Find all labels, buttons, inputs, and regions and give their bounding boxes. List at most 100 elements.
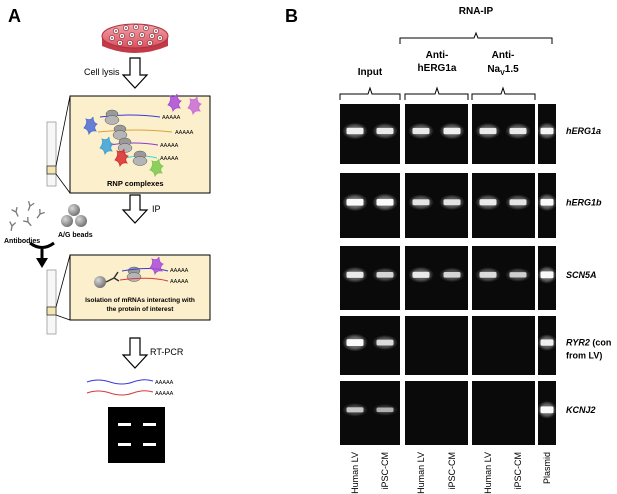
bead-icon bbox=[94, 276, 106, 288]
gel-panel bbox=[472, 381, 535, 445]
rnp-complexes-box: AAAAA AAAAA AAAAA AAAAA RNP complexes bbox=[69, 93, 211, 194]
protein-icon bbox=[167, 93, 182, 113]
gel-band bbox=[376, 407, 394, 413]
gel-band bbox=[346, 407, 364, 413]
gel-band bbox=[540, 339, 554, 346]
gel-band bbox=[346, 339, 364, 346]
anti-nav15-bracket bbox=[471, 86, 536, 100]
ribosome-icon bbox=[104, 109, 120, 125]
protein-icon bbox=[149, 158, 164, 178]
anti-nav15-header-line2: NaV1.5 bbox=[487, 64, 519, 77]
panel-b: B RNA-IP Input Anti- hERG1a Anti- NaV1.5… bbox=[285, 6, 611, 494]
gel-panel bbox=[472, 316, 535, 375]
panel-b-letter: B bbox=[285, 6, 298, 26]
gene-label: hERG1b bbox=[566, 197, 602, 207]
lane-labels: Human LV iPSC-CM Human LV iPSC-CM Human LV iP… bbox=[350, 452, 552, 494]
panel-a-letter: A bbox=[8, 6, 21, 26]
gel-panel bbox=[405, 381, 468, 445]
lane-label: Human LV bbox=[483, 452, 493, 494]
gel-band bbox=[443, 199, 461, 206]
poly-a-tail: AAAAA bbox=[160, 156, 179, 162]
gel-band bbox=[376, 272, 394, 278]
poly-a-tail: AAAAA bbox=[162, 115, 181, 121]
anti-herg1a-header-line1: Anti- bbox=[426, 50, 449, 61]
gel-band bbox=[346, 271, 364, 278]
gene-label: hERG1a bbox=[566, 126, 601, 136]
cdna-strands: AAAAA AAAAA bbox=[86, 379, 174, 397]
ribosome-icon bbox=[117, 137, 133, 153]
gel-grid bbox=[340, 104, 557, 445]
protein-icon bbox=[149, 256, 164, 276]
ip-label: IP bbox=[152, 204, 161, 214]
gel-band bbox=[443, 272, 461, 278]
gel-band bbox=[376, 127, 394, 135]
tube-icon bbox=[46, 95, 71, 194]
gene-label: RYR2 (con bbox=[566, 338, 611, 348]
lane-label: iPSC-CM bbox=[380, 452, 390, 490]
gel-band bbox=[346, 127, 364, 135]
protein-icon bbox=[114, 148, 129, 168]
anti-nav15-header-line1: Anti- bbox=[492, 50, 515, 61]
lane-label: Plasmid bbox=[542, 452, 552, 484]
panel-a: A Cell lysis AAAAA AAAAA AAAAA AAAAA RNP co… bbox=[4, 6, 211, 463]
gel-band bbox=[509, 127, 527, 135]
gel-band bbox=[479, 199, 497, 206]
protein-icon bbox=[187, 96, 202, 116]
poly-a-tail: AAAAA bbox=[155, 391, 174, 397]
isolation-box: AAAAA AAAAA Isolation of mRNAs interactin… bbox=[69, 254, 211, 321]
poly-a-tail: AAAAA bbox=[160, 143, 179, 149]
lane-label: Human LV bbox=[350, 452, 360, 494]
gel-band bbox=[540, 127, 554, 135]
down-arrow-icon bbox=[121, 57, 149, 89]
gel-band bbox=[443, 127, 461, 135]
gel-band bbox=[412, 199, 430, 206]
beads-icon bbox=[61, 204, 87, 227]
ribosome-icon bbox=[132, 150, 148, 166]
gel-band bbox=[479, 127, 497, 135]
isolation-label-line2: the protein of interest bbox=[107, 306, 175, 313]
gel-band bbox=[540, 271, 554, 279]
gel-band bbox=[509, 199, 527, 206]
protein-icon bbox=[83, 116, 98, 136]
gel-band bbox=[346, 198, 364, 206]
gene-label: KCNJ2 bbox=[566, 405, 596, 415]
rna-ip-bracket bbox=[399, 31, 553, 44]
culture-dish-icon bbox=[101, 23, 169, 53]
anti-herg1a-header-line2: hERG1a bbox=[418, 63, 457, 74]
gene-label: SCN5A bbox=[566, 270, 597, 280]
tube-icon bbox=[46, 254, 71, 335]
poly-a-tail: AAAAA bbox=[170, 279, 189, 285]
gel-band bbox=[509, 272, 527, 278]
gel-band bbox=[540, 406, 554, 414]
gel-panel bbox=[405, 316, 468, 375]
rna-ip-label: RNA-IP bbox=[459, 6, 494, 17]
rt-pcr-label: RT-PCR bbox=[150, 347, 184, 357]
lane-label: iPSC-CM bbox=[447, 452, 457, 490]
gel-band bbox=[376, 198, 394, 206]
gel-band bbox=[412, 271, 430, 278]
gel-band bbox=[376, 339, 394, 346]
isolation-label-line1: Isolation of mRNAs interacting with bbox=[85, 297, 195, 304]
down-arrow-icon bbox=[121, 194, 149, 224]
poly-a-tail: AAAAA bbox=[175, 130, 194, 136]
poly-a-tail: AAAAA bbox=[155, 380, 174, 386]
antibodies-icon bbox=[9, 201, 45, 232]
gel-band bbox=[479, 271, 497, 278]
ribosome-icon bbox=[112, 124, 128, 140]
antibody-icon bbox=[105, 271, 120, 283]
cell-lysis-label: Cell lysis bbox=[84, 67, 120, 77]
input-bracket bbox=[339, 86, 401, 100]
gel-band bbox=[412, 127, 430, 135]
protein-icon bbox=[99, 136, 114, 156]
antibodies-label: Antibodies bbox=[4, 238, 40, 245]
lane-label: iPSC-CM bbox=[513, 452, 523, 490]
poly-a-tail: AAAAA bbox=[170, 268, 189, 274]
beads-label: A/G beads bbox=[58, 232, 93, 239]
down-arrow-icon bbox=[121, 337, 149, 369]
rnp-complexes-label: RNP complexes bbox=[107, 179, 164, 188]
anti-herg1a-bracket bbox=[404, 86, 469, 100]
mini-gel bbox=[108, 407, 165, 463]
lane-label: Human LV bbox=[416, 452, 426, 494]
